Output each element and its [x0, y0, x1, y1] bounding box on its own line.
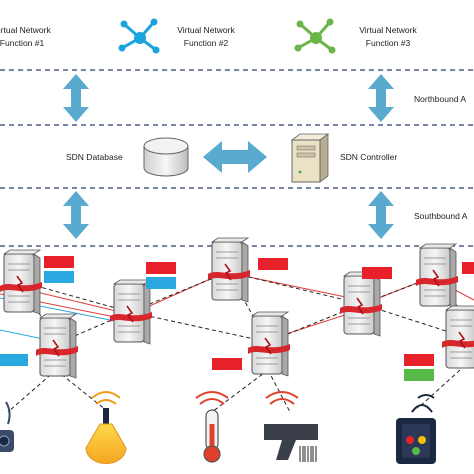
network-node-icon	[118, 18, 160, 54]
switch-icon	[0, 249, 43, 315]
flow-entry-red	[258, 258, 288, 270]
barcode-scanner-icon	[264, 391, 318, 462]
sdn-database-label: SDN Database	[66, 152, 123, 162]
flow-entry-red	[462, 262, 474, 274]
northbound-arrow-left	[63, 74, 89, 122]
thermometer-icon	[195, 391, 229, 463]
vnf-1-label-line1: Virtual Network	[0, 25, 51, 35]
device-link	[7, 369, 57, 413]
vnf-2-label-line2: Function #2	[184, 38, 229, 48]
flow-entry-red	[44, 256, 74, 268]
flow-entry-blue	[0, 354, 28, 366]
physical-link	[227, 271, 363, 305]
control-layer: SDN Database SDN Controller	[66, 133, 397, 183]
southbound-interface: Southbound A	[63, 191, 468, 239]
vnf-3-label-line1: Virtual Network	[359, 25, 417, 35]
northbound-interface: Northbound A	[63, 74, 466, 122]
light-bulb-icon	[85, 391, 127, 464]
flow-entry-green	[404, 369, 434, 381]
vnf-3-label-line2: Function #3	[366, 38, 411, 48]
switch-icon	[441, 305, 474, 371]
flow-table-markers	[0, 256, 474, 381]
controller-server-icon	[290, 133, 330, 183]
switch-icon	[207, 237, 251, 303]
physical-link	[21, 281, 131, 313]
vnf-layer: Virtual Network Function #1 Virtual Netw…	[0, 18, 417, 54]
traffic-light-icon	[396, 394, 436, 464]
device-link	[417, 369, 461, 409]
switch-icon	[35, 313, 79, 379]
network-node-icon	[294, 18, 336, 54]
flow-link	[243, 275, 361, 301]
flow-entry-blue	[44, 271, 74, 283]
sdn-controller-label: SDN Controller	[340, 152, 397, 162]
database-icon	[143, 137, 189, 177]
flow-entry-blue	[146, 277, 176, 289]
switch-icon	[415, 243, 459, 309]
southbound-label: Southbound A	[414, 211, 468, 221]
device-link	[267, 369, 291, 413]
vnf-1-label-line2: Function #1	[0, 38, 44, 48]
flow-entry-red	[362, 267, 392, 279]
switch-icon	[247, 311, 291, 377]
bidirectional-arrow-icon	[203, 141, 267, 173]
switch-icon	[109, 279, 153, 345]
physical-link	[129, 311, 269, 343]
flow-entry-red	[212, 358, 242, 370]
southbound-arrow-left	[63, 191, 89, 239]
southbound-arrow-right	[368, 191, 394, 239]
camera-icon	[0, 401, 14, 452]
device-link	[211, 369, 269, 413]
flow-entry-red	[404, 354, 434, 366]
northbound-arrow-right	[368, 74, 394, 122]
flow-entry-red	[146, 262, 176, 274]
device-link	[55, 369, 107, 411]
iot-devices	[0, 391, 436, 464]
northbound-label: Northbound A	[414, 94, 466, 104]
switch-icon	[339, 271, 383, 337]
vnf-2-label-line1: Virtual Network	[177, 25, 235, 35]
